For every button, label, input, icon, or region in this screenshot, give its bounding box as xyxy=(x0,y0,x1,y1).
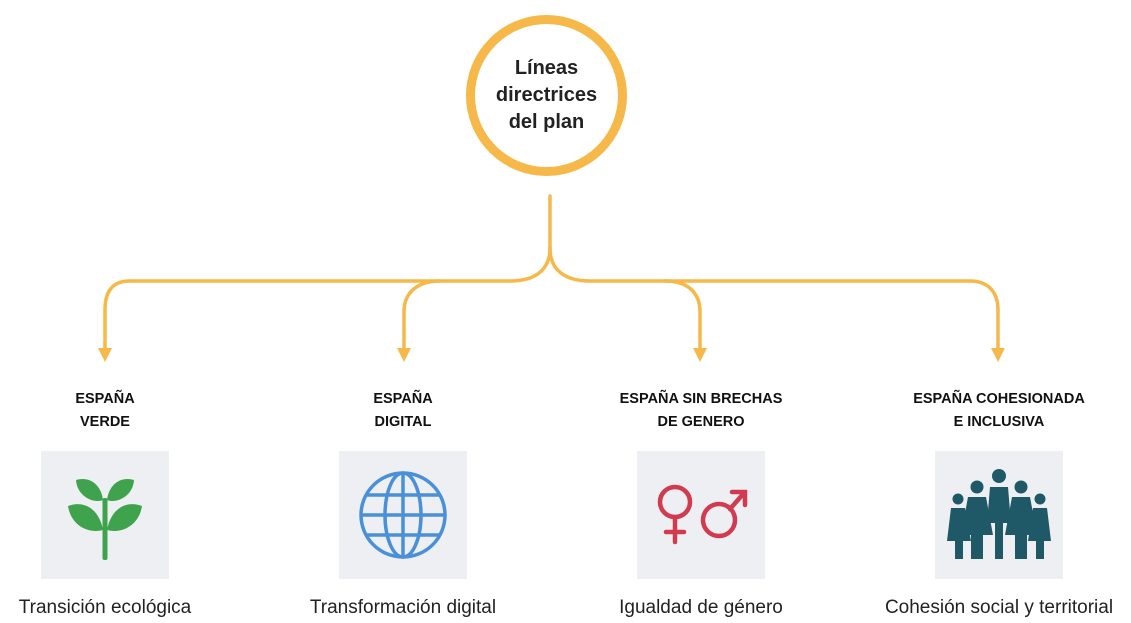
branch-right-inner xyxy=(663,279,702,352)
pillar-heading: ESPAÑA DIGITAL xyxy=(373,388,432,434)
branch-left-inner xyxy=(402,279,442,352)
pillar-espana-digital: ESPAÑA DIGITAL Transformación digital xyxy=(283,388,523,619)
icon-tile xyxy=(637,451,765,579)
pillar-heading-line2: DIGITAL xyxy=(374,414,432,430)
icon-tile xyxy=(41,451,169,579)
pillar-heading-line1: ESPAÑA xyxy=(75,391,135,407)
pillar-heading: ESPAÑA SIN BRECHAS DE GENERO xyxy=(620,388,783,434)
pillar-heading-line1: ESPAÑA xyxy=(373,391,433,407)
pillar-heading: ESPAÑA VERDE xyxy=(75,388,134,434)
pillar-caption: Transición ecológica xyxy=(18,597,192,618)
gender-symbols-icon xyxy=(657,484,748,545)
pillar-heading-line1: ESPAÑA SIN BRECHAS xyxy=(619,391,783,407)
icon-tile xyxy=(935,451,1063,579)
arrowhead-genero xyxy=(693,348,707,362)
pillar-heading-line2: VERDE xyxy=(80,414,130,430)
branch-left xyxy=(103,246,552,352)
pillar-espana-verde: ESPAÑA VERDE Transición ecológica xyxy=(0,388,225,619)
pillar-heading-line2: DE GENERO xyxy=(657,414,745,430)
globe-icon xyxy=(359,471,447,559)
plant-sprout-icon xyxy=(68,478,142,560)
pillar-caption: Igualdad de género xyxy=(619,597,783,618)
people-group-icon xyxy=(947,469,1051,559)
arrowhead-cohesion xyxy=(991,348,1005,362)
hub-title: Líneas directrices del plan xyxy=(495,57,598,133)
pillar-heading-line2: E INCLUSIVA xyxy=(953,414,1045,430)
pillar-espana-sin-brechas: ESPAÑA SIN BRECHAS DE GENERO Igualdad de… xyxy=(581,388,821,619)
pillar-caption: Cohesión social y territorial xyxy=(884,597,1114,618)
icon-tile xyxy=(339,451,467,579)
pillar-caption: Transformación digital xyxy=(309,597,497,618)
arrowhead-verde xyxy=(98,348,112,362)
pillar-espana-cohesionada: ESPAÑA COHESIONADA E INCLUSIVA Cohesión … xyxy=(879,388,1119,619)
central-hub-circle: Líneas directrices del plan xyxy=(466,15,627,176)
arrowhead-digital xyxy=(397,348,411,362)
branch-right xyxy=(548,246,1000,352)
pillar-heading: ESPAÑA COHESIONADA E INCLUSIVA xyxy=(913,388,1085,434)
pillar-heading-line1: ESPAÑA COHESIONADA xyxy=(913,391,1085,407)
